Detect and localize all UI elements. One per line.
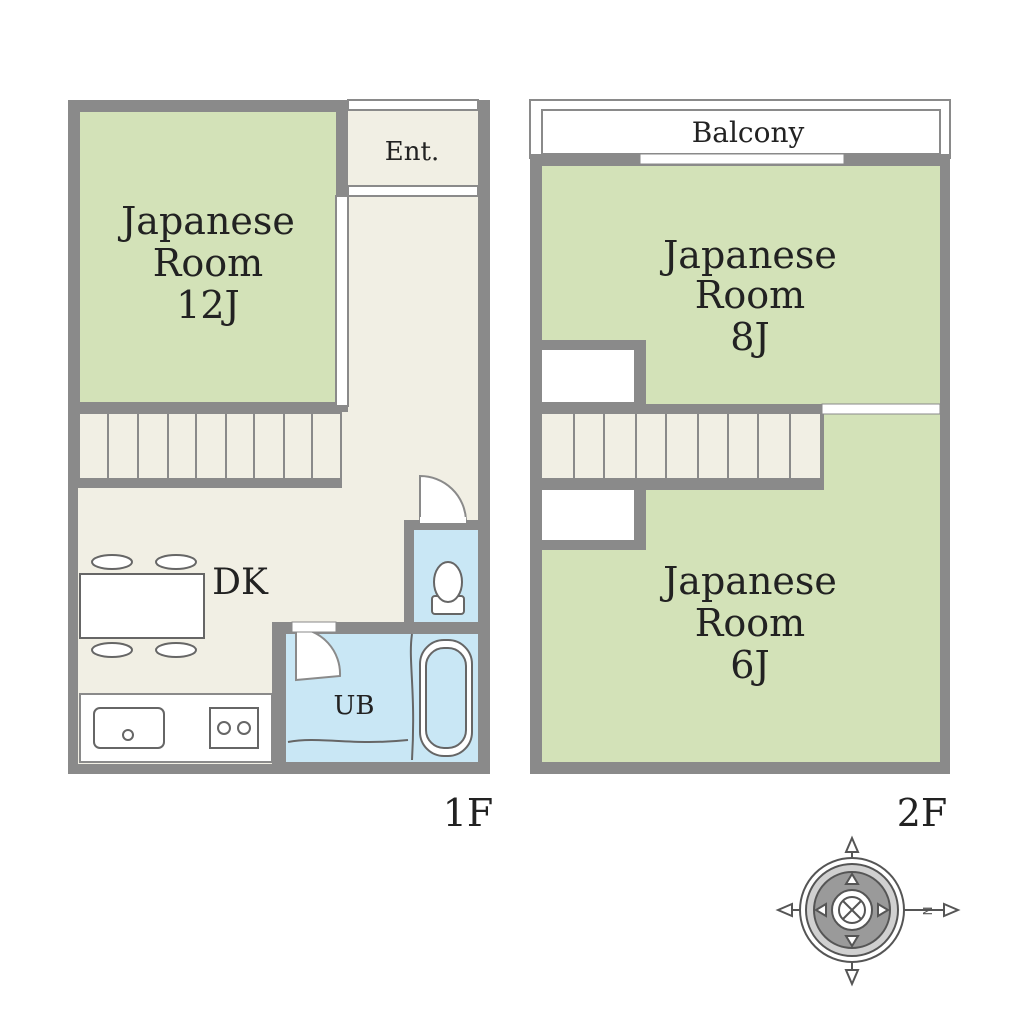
japanese-room-12j-label-line1: Japanese bbox=[117, 199, 295, 243]
basin-line bbox=[287, 739, 409, 743]
closet-lower-inner bbox=[542, 490, 634, 540]
toilet-door-swing bbox=[419, 474, 467, 521]
dining-chairs bbox=[91, 554, 197, 658]
toilet-icon bbox=[431, 561, 465, 615]
entrance-wall-top bbox=[347, 99, 479, 111]
japanese-room-6j-label-size: 6J bbox=[730, 643, 769, 687]
japanese-room-8j-label-size: 8J bbox=[730, 315, 769, 359]
sink-drain bbox=[122, 729, 134, 741]
japanese-room-12j-tatami bbox=[80, 112, 336, 402]
floor-2-label: 2F bbox=[897, 791, 948, 835]
dining-table bbox=[79, 573, 205, 639]
dk-label: DK bbox=[212, 562, 269, 603]
japanese-room-12j-label-line2: Room bbox=[153, 241, 263, 285]
stairs-1f-treads bbox=[107, 414, 313, 478]
compass-icon bbox=[775, 835, 961, 987]
entrance bbox=[348, 110, 478, 188]
stairs-2f-tread-area-top bbox=[542, 414, 820, 478]
floor-1: Japanese Room 12J Ent. DK UB 1F bbox=[68, 99, 494, 835]
stove-burner-right bbox=[237, 721, 251, 735]
closet-upper-inner bbox=[542, 350, 634, 402]
floor-1-label: 1F bbox=[443, 791, 494, 835]
bathtub-divider bbox=[409, 633, 415, 761]
balcony-label: Balcony bbox=[692, 116, 805, 149]
stairs-2f-treads-top bbox=[573, 414, 791, 478]
bathtub-inner bbox=[425, 647, 467, 749]
japanese-room-8j-label-line2: Room bbox=[695, 273, 805, 317]
hall-divider bbox=[335, 195, 349, 407]
room-divider-opening bbox=[821, 403, 941, 415]
east-wall-1f bbox=[478, 100, 490, 774]
stove-burner-left bbox=[217, 721, 231, 735]
bath-door-gap bbox=[291, 621, 337, 633]
ub-label: UB bbox=[333, 691, 374, 721]
balcony-window bbox=[639, 153, 845, 165]
japanese-room-8j-label-line1: Japanese bbox=[659, 233, 837, 277]
floor-2: Balcony Japanese Room 8J Japanese Room 6… bbox=[529, 99, 951, 835]
japanese-room-12j-label-size: 12J bbox=[176, 283, 240, 327]
balcony-inner bbox=[541, 109, 941, 155]
japanese-room-6j-label-line1: Japanese bbox=[659, 559, 837, 603]
sink-icon bbox=[93, 707, 165, 749]
stairs-1f-tread-area bbox=[80, 414, 340, 478]
japanese-room-6j-label-line2: Room bbox=[695, 601, 805, 645]
compass-north-label: N bbox=[920, 907, 934, 916]
entrance-label: Ent. bbox=[385, 137, 439, 167]
entrance-wall bbox=[347, 185, 479, 197]
